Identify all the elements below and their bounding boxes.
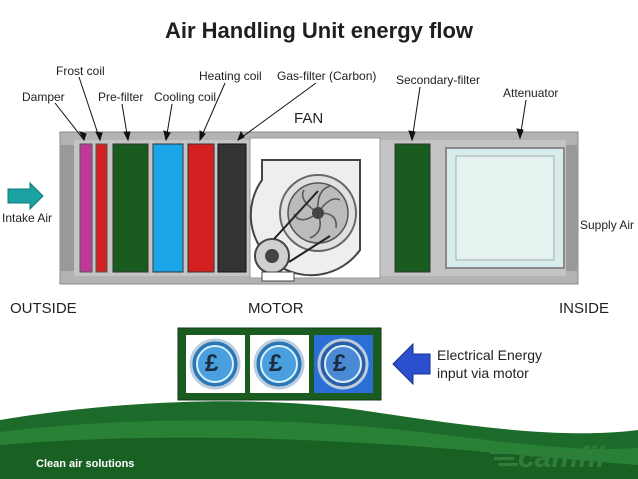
intake-end-plate: [60, 145, 74, 271]
motor-hub: [265, 249, 279, 263]
coin-symbol-3: £: [333, 350, 347, 377]
coin-symbol-1: £: [205, 350, 219, 377]
gas-filter: [217, 143, 247, 273]
intake-arrow-icon: [7, 181, 44, 211]
secondary-filter-label: Secondary-filter: [396, 73, 481, 87]
energy-arrow-icon: [392, 342, 431, 386]
logo-stripe-3: [498, 463, 518, 466]
intake-air-label: Intake Air: [2, 211, 53, 225]
logo-stripe-1: [490, 451, 510, 454]
secondary-filter: [394, 143, 431, 273]
fan-hub: [312, 207, 324, 219]
diagram-title: Air Handling Unit energy flow: [164, 18, 473, 43]
motor-base: [261, 271, 295, 282]
supply-air-label: Supply Air: [580, 218, 635, 232]
heating-coil-label: Heating coil: [199, 69, 262, 83]
damper: [79, 143, 93, 273]
camfil-brand: camfil: [518, 441, 605, 474]
attenuator-core: [455, 155, 555, 261]
pointer-arrows: [54, 76, 527, 142]
cooling-coil-label: Cooling coil: [154, 90, 217, 104]
supply-end-plate: [566, 145, 578, 271]
inside-label: INSIDE: [559, 300, 610, 317]
pound-coin-icon-1: [189, 338, 241, 390]
pound-coin-icon-2: [253, 338, 305, 390]
cooling-coil: [152, 143, 184, 273]
pre-filter: [112, 143, 149, 273]
pound-coin-icon-3: [317, 338, 369, 390]
coin-symbol-2: £: [269, 350, 283, 377]
heating-coil: [187, 143, 215, 273]
gas-filter-label: Gas-filter (Carbon): [277, 69, 377, 83]
frost-coil: [95, 143, 108, 273]
fan-belt-top: [273, 190, 319, 240]
outside-label: OUTSIDE: [10, 300, 77, 317]
damper-label: Damper: [22, 90, 65, 104]
pre-filter-label: Pre-filter: [98, 90, 144, 104]
attenuator-label: Attenuator: [503, 86, 559, 100]
fan-label: FAN: [294, 110, 324, 127]
motor-label: MOTOR: [248, 300, 304, 317]
fan-belt-bottom: [288, 235, 331, 263]
logo-stripe-2: [494, 457, 514, 460]
energy-text-line2: input via motor: [437, 365, 529, 381]
energy-text-line1: Electrical Energy: [437, 347, 543, 363]
footer-wave: [0, 401, 638, 479]
footer-tagline: Clean air solutions: [36, 458, 135, 470]
frost-coil-label: Frost coil: [56, 64, 105, 78]
